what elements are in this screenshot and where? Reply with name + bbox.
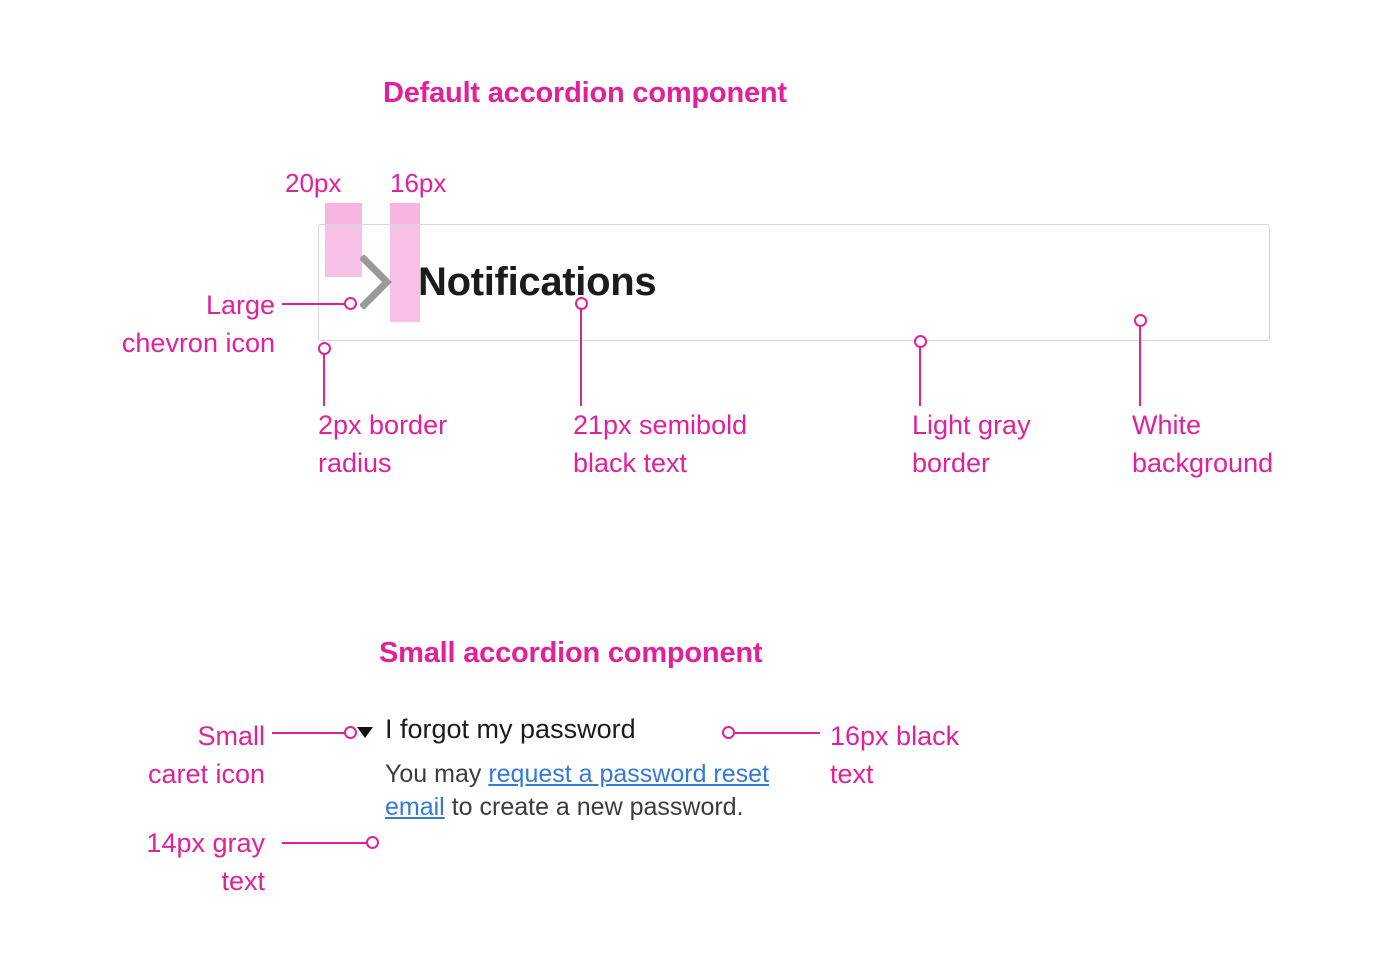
spacing-label-16px: 16px (390, 168, 447, 198)
caret-down-icon[interactable] (357, 727, 373, 738)
annotation-small-caret-icon: Small caret icon (147, 721, 265, 789)
password-reset-link[interactable]: request a password reset email (385, 760, 770, 821)
annotation-title-typography: 21px semibold black text (573, 410, 748, 478)
spacing-swatch-16px-overlay (390, 225, 420, 322)
body-text-before: You may (385, 760, 489, 788)
connector-dot-body-typography (366, 836, 379, 849)
connector-line-body-typography (282, 842, 368, 844)
accordion-header-default[interactable] (318, 224, 1270, 341)
annotation-small-title-typography: 16px black text (830, 721, 960, 789)
annotation-border-radius: 2px border radius (318, 410, 448, 478)
annotation-body-typography: 14px gray text (146, 828, 265, 896)
connector-line-border-color (919, 347, 921, 406)
connector-line-small-caret (272, 732, 346, 734)
chevron-right-icon[interactable] (359, 254, 394, 310)
connector-line-small-title-typography (734, 732, 820, 734)
default-section-title: Default accordion component (383, 77, 787, 109)
connector-dot-large-chevron (344, 297, 357, 310)
annotation-large-chevron-icon: Large chevron icon (121, 290, 275, 358)
accordion-title-small: I forgot my password (385, 714, 636, 744)
accordion-title-default: Notifications (418, 260, 657, 304)
spacing-label-20px: 20px (285, 168, 342, 198)
accordion-body-small: You may request a password reset email t… (385, 758, 785, 824)
connector-line-border-radius (323, 354, 325, 406)
annotation-border-color: Light gray border (912, 410, 1031, 478)
connector-line-title-typography (580, 309, 582, 406)
annotation-background-color: White background (1132, 410, 1274, 478)
spacing-swatch-20px-overlay (325, 225, 362, 277)
small-section-title: Small accordion component (379, 637, 763, 669)
connector-line-background-color (1139, 326, 1141, 406)
body-text-after: to create a new password. (444, 793, 744, 821)
connector-line-large-chevron (282, 303, 346, 305)
connector-dot-small-caret (344, 726, 357, 739)
